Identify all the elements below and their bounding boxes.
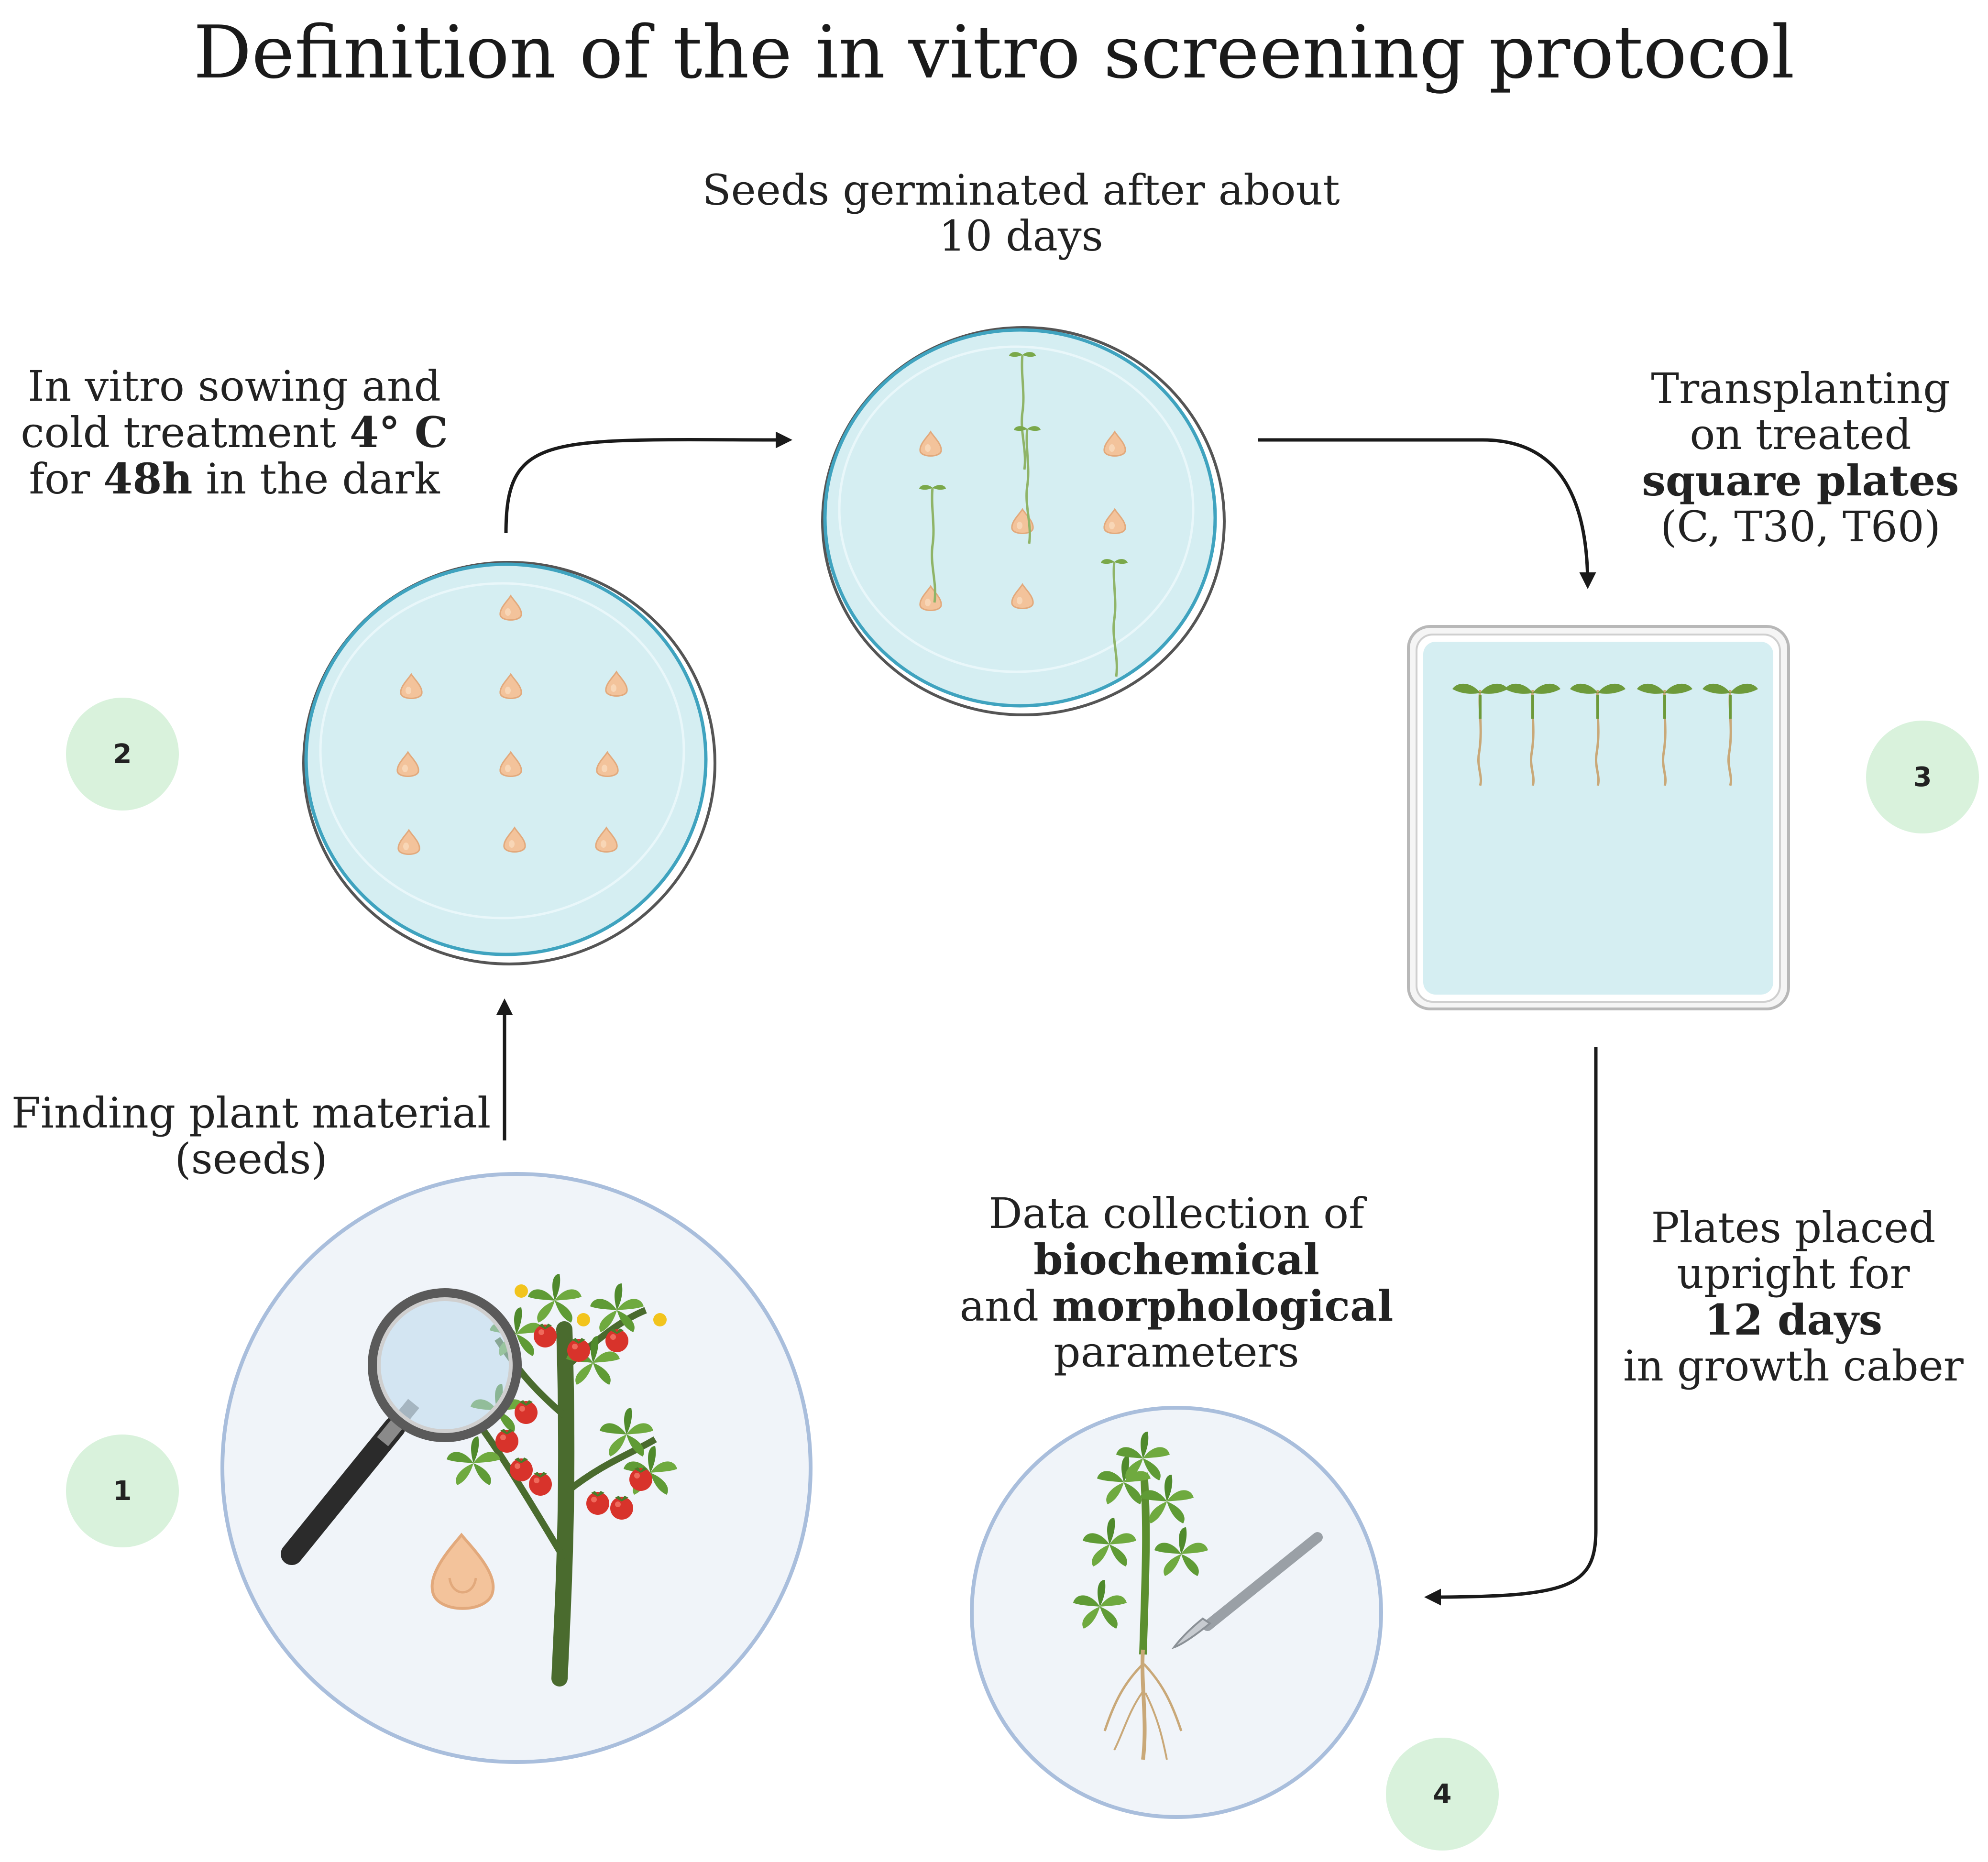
label-line: (seeds) xyxy=(10,1136,493,1182)
text-run: on treated xyxy=(1690,410,1911,459)
arrow-icon xyxy=(504,431,792,534)
step-badge-2: 2 xyxy=(66,698,179,811)
label-line: cold treatment 4° C xyxy=(19,409,450,456)
label-line: Plates placed xyxy=(1607,1205,1980,1251)
square-plate-icon xyxy=(1407,625,1790,1010)
bold-run: morphological xyxy=(1052,1281,1394,1331)
bold-run: 48h xyxy=(103,454,193,504)
label-line: Seeds germinated after about xyxy=(698,167,1344,213)
text-run: in growth caber xyxy=(1623,1341,1964,1391)
text-run: parameters xyxy=(1054,1327,1299,1377)
text-run: Plates placed xyxy=(1651,1203,1936,1252)
label-line: square plates xyxy=(1616,458,1985,504)
step-badge-1: 1 xyxy=(66,1435,179,1547)
label-line: 10 days xyxy=(698,213,1344,259)
label-line: In vitro sowing and xyxy=(19,363,450,409)
step-badge-4: 4 xyxy=(1386,1738,1499,1851)
text-run: for xyxy=(29,454,104,504)
label-line: Data collection of xyxy=(947,1191,1406,1237)
label-line: biochemical xyxy=(947,1237,1406,1283)
bold-run: 4° C xyxy=(349,407,448,457)
arrow-icon xyxy=(1424,1047,1598,1606)
arrow-icon xyxy=(1258,438,1596,589)
magnifier-icon xyxy=(281,1288,522,1565)
label-line: Finding plant material xyxy=(10,1090,493,1136)
label-line: 12 days xyxy=(1607,1297,1980,1343)
text-run: (seeds) xyxy=(175,1134,328,1183)
text-run: In vitro sowing and xyxy=(28,361,441,411)
label-line: in growth caber xyxy=(1607,1343,1980,1389)
diagram-title: Definition of the in vitro screening pro… xyxy=(193,10,1795,95)
step1-label: Finding plant material(seeds) xyxy=(10,1090,493,1182)
text-run: Data collection of xyxy=(989,1189,1364,1238)
label-line: on treated xyxy=(1616,412,1985,458)
step4-illustration xyxy=(970,1406,1383,1819)
text-run: (C, T30, T60) xyxy=(1660,502,1941,551)
text-run: and xyxy=(959,1281,1052,1331)
text-run: in the dark xyxy=(192,454,440,504)
tomato-plant-icon xyxy=(447,1274,677,1687)
step1-illustration xyxy=(220,1172,813,1764)
bold-run: 12 days xyxy=(1704,1295,1883,1345)
text-run: cold treatment xyxy=(21,408,350,457)
scalpel-icon xyxy=(1171,1532,1323,1649)
label-line: parameters xyxy=(947,1329,1406,1375)
label-line: for 48h in the dark xyxy=(19,456,450,502)
bold-run: biochemical xyxy=(1033,1235,1319,1284)
petri-dish-icon xyxy=(302,561,716,965)
text-run: Seeds germinated after about xyxy=(702,165,1340,215)
text-run: upright for xyxy=(1677,1249,1910,1298)
step-badge-3: 3 xyxy=(1866,721,1979,833)
label-line: Transplanting xyxy=(1616,366,1985,412)
text-run: Finding plant material xyxy=(11,1088,491,1138)
label-line: (C, T30, T60) xyxy=(1616,504,1985,550)
petri-dish-icon xyxy=(821,326,1226,716)
seed-icon xyxy=(430,1533,495,1610)
text-run: 10 days xyxy=(939,211,1103,261)
plant-with-roots-icon xyxy=(1073,1432,1208,1760)
bold-run: square plates xyxy=(1642,456,1959,505)
text-run: Transplanting xyxy=(1651,364,1950,413)
label-line: upright for xyxy=(1607,1251,1980,1297)
label-line: and morphological xyxy=(947,1283,1406,1329)
